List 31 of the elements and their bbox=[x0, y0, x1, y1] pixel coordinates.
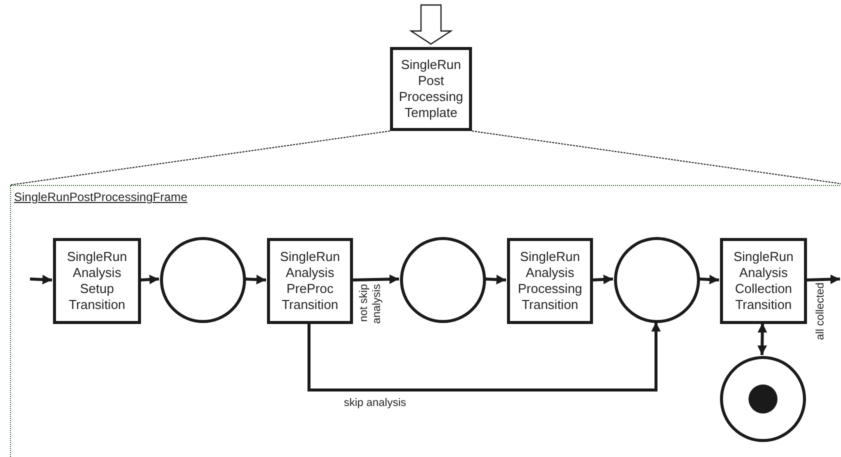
transition-box bbox=[507, 238, 593, 324]
frame-title: SingleRunPostProcessingFrame bbox=[14, 190, 188, 204]
circle-node bbox=[614, 237, 700, 323]
node-label: SingleRun Analysis Collection Transition bbox=[732, 249, 794, 313]
node-label: SingleRun Post Processing Template bbox=[398, 57, 464, 121]
dashed-line bbox=[472, 130, 841, 186]
token-place-circle bbox=[720, 356, 806, 442]
node-label: SingleRun Analysis Setup Transition bbox=[66, 249, 128, 313]
circle-node bbox=[160, 237, 246, 323]
arrow bbox=[757, 322, 768, 356]
edge-label: skip analysis bbox=[342, 397, 408, 410]
block-arrow bbox=[408, 4, 454, 45]
arrow bbox=[30, 274, 52, 284]
arrow bbox=[592, 274, 614, 284]
dashed-line bbox=[10, 130, 390, 186]
arrow bbox=[698, 274, 720, 284]
edge-label: not skip analysis bbox=[358, 284, 384, 326]
arrow bbox=[308, 322, 661, 392]
arrow bbox=[244, 274, 266, 284]
circle-node bbox=[400, 237, 486, 323]
template-box bbox=[390, 47, 472, 131]
node-label: SingleRun Analysis PreProc Transition bbox=[279, 249, 341, 313]
transition-box bbox=[53, 238, 141, 324]
transition-box bbox=[267, 238, 353, 324]
arrow bbox=[484, 274, 506, 284]
arrow bbox=[140, 274, 160, 284]
arrow bbox=[806, 274, 840, 284]
transition-box bbox=[720, 238, 807, 324]
node-label: SingleRun Analysis Processing Transition bbox=[516, 249, 584, 313]
arrow bbox=[352, 274, 400, 284]
edge-label: all collected bbox=[814, 282, 828, 342]
